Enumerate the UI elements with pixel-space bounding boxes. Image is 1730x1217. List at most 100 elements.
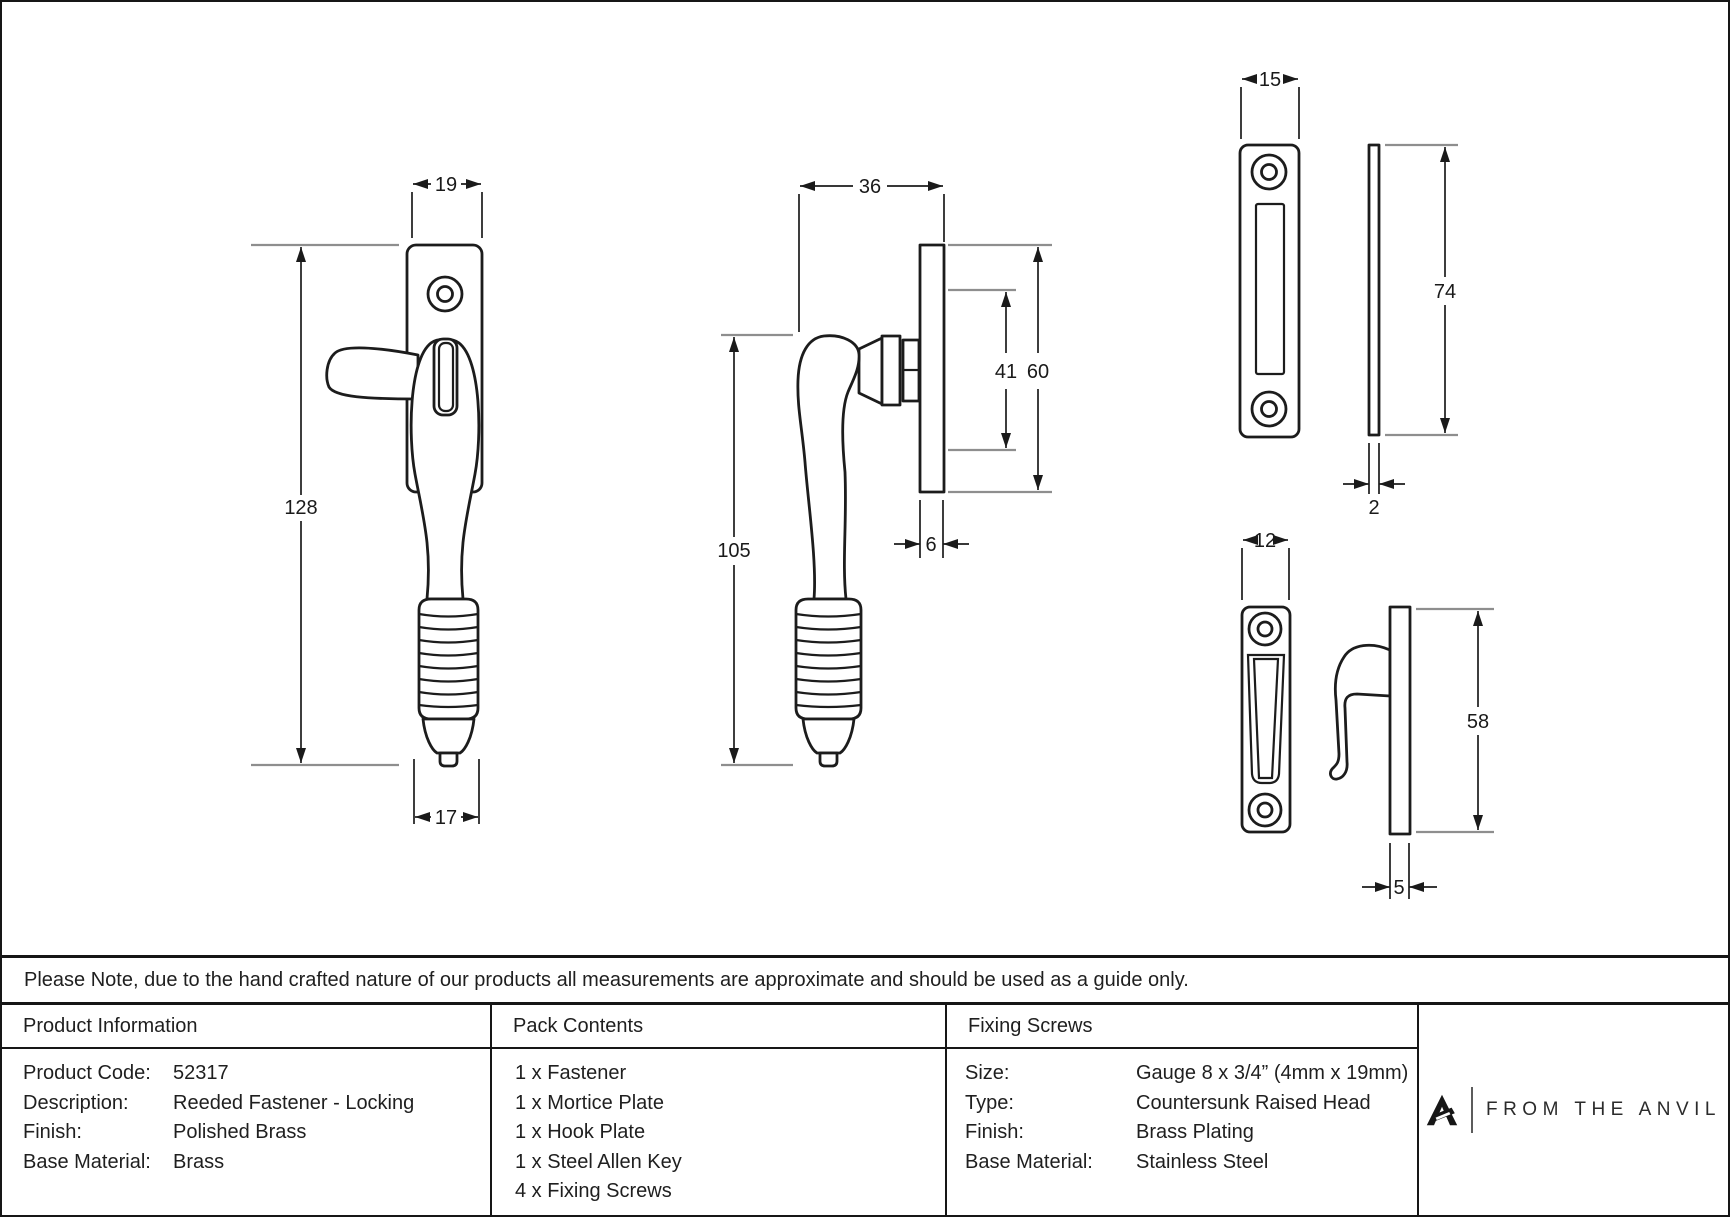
hook-plate-slot bbox=[1246, 653, 1286, 785]
pack-item: 1 x Fastener bbox=[515, 1062, 627, 1084]
pack-contents-body: 1 x Fastener 1 x Mortice Plate 1 x Hook … bbox=[492, 1049, 945, 1207]
fastener-front-cone bbox=[421, 717, 476, 755]
anvil-icon bbox=[1426, 1094, 1458, 1126]
column-title: Pack Contents bbox=[513, 1014, 644, 1037]
fastener-side-tip bbox=[818, 751, 839, 768]
spec-row: Size: Gauge 8 x 3/4” (4mm x 19mm) bbox=[965, 1059, 1417, 1089]
fastener-side-collar bbox=[880, 334, 902, 407]
pack-item: 1 x Mortice Plate bbox=[515, 1091, 664, 1114]
pack-contents-column: Pack Contents 1 x Fastener 1 x Mortice P… bbox=[492, 1005, 947, 1215]
spec-row: Finish: Brass Plating bbox=[965, 1118, 1417, 1148]
pack-item: 1 x Steel Allen Key bbox=[515, 1150, 682, 1173]
fastener-front-view: 19 128 17 bbox=[251, 174, 484, 829]
product-information-column: Product Information Product Code: 52317 … bbox=[2, 1005, 492, 1215]
dim-label: 6 bbox=[925, 534, 936, 556]
fixing-screws-body: Size: Gauge 8 x 3/4” (4mm x 19mm) Type: … bbox=[947, 1049, 1417, 1177]
dim-mortice-thickness: 2 bbox=[1343, 443, 1405, 519]
fixing-screws-header: Fixing Screws bbox=[947, 1005, 1417, 1049]
fastener-front-grip-ribs bbox=[418, 612, 479, 709]
technical-drawing-area: 19 128 17 bbox=[2, 2, 1728, 955]
hook-plate-side bbox=[1388, 605, 1412, 836]
measurement-note-row: Please Note, due to the hand crafted nat… bbox=[2, 955, 1728, 1005]
hook-plate-screw-hole-top-inner bbox=[1256, 620, 1274, 638]
fixing-screws-column: Fixing Screws Size: Gauge 8 x 3/4” (4mm … bbox=[947, 1005, 1419, 1215]
dim-fastener-tip-width: 17 bbox=[413, 759, 480, 829]
pack-item: 4 x Fixing Screws bbox=[515, 1180, 672, 1203]
mortice-plate-slot bbox=[1254, 202, 1286, 376]
fastener-side-spindle-cone bbox=[857, 336, 884, 406]
dim-plate-height: 60 bbox=[948, 243, 1052, 494]
dim-label: 105 bbox=[717, 540, 750, 562]
technical-drawing-svg: 19 128 17 bbox=[251, 69, 1494, 899]
dim-label: 58 bbox=[1467, 711, 1489, 733]
dim-label: 60 bbox=[1027, 361, 1049, 383]
spec-label: Finish: bbox=[23, 1121, 82, 1144]
hook-plate-view: 12 58 5 bbox=[1240, 530, 1494, 899]
spec-row: Type: Countersunk Raised Head bbox=[965, 1089, 1417, 1119]
dim-label: 17 bbox=[435, 807, 457, 829]
product-information-header: Product Information bbox=[2, 1005, 490, 1049]
dim-label: 19 bbox=[435, 174, 457, 196]
spec-label: Finish: bbox=[965, 1121, 1024, 1144]
fastener-front-screw-hole-inner bbox=[436, 285, 454, 303]
mortice-plate-side bbox=[1367, 143, 1381, 437]
fastener-side-backplate bbox=[918, 243, 946, 494]
spec-row: Base Material: Stainless Steel bbox=[965, 1148, 1417, 1178]
column-title: Fixing Screws bbox=[968, 1014, 1093, 1037]
fastener-side-grip-ribs bbox=[795, 612, 862, 709]
spec-value: Stainless Steel bbox=[1136, 1150, 1269, 1173]
spec-value: Polished Brass bbox=[173, 1121, 307, 1144]
dim-label: 74 bbox=[1434, 281, 1456, 303]
dim-mortice-width: 15 bbox=[1240, 69, 1300, 139]
spec-table: Product Information Product Code: 52317 … bbox=[2, 1005, 1728, 1215]
fastener-front-tip bbox=[438, 751, 459, 768]
fastener-front-thumb-tab bbox=[325, 346, 420, 401]
brand-name: FROM THE ANVIL bbox=[1485, 1099, 1721, 1120]
spec-value: Reeded Fastener - Locking bbox=[173, 1091, 415, 1114]
mortice-plate-screw-hole-top-inner bbox=[1260, 163, 1278, 181]
dim-hook-thickness: 5 bbox=[1362, 843, 1437, 899]
spec-value: Gauge 8 x 3/4” (4mm x 19mm) bbox=[1136, 1062, 1409, 1084]
dim-label: 128 bbox=[284, 497, 317, 519]
fastener-front-lock-slot-inner bbox=[437, 341, 455, 413]
hook-plate-hook bbox=[1329, 643, 1392, 781]
dim-label: 15 bbox=[1259, 69, 1281, 91]
dim-plate-thickness: 6 bbox=[894, 500, 969, 558]
spec-row: Finish: Polished Brass bbox=[23, 1118, 490, 1148]
spec-row: Base Material: Brass bbox=[23, 1148, 490, 1178]
pack-item: 1 x Hook Plate bbox=[515, 1121, 646, 1144]
dim-label: 36 bbox=[859, 176, 881, 198]
spec-row: Description: Reeded Fastener - Locking bbox=[23, 1089, 490, 1119]
spec-label: Base Material: bbox=[965, 1150, 1093, 1173]
spec-row: Product Code: 52317 bbox=[23, 1059, 490, 1089]
dim-handle-length: 105 bbox=[717, 333, 793, 767]
mortice-plate-view: 15 74 2 bbox=[1238, 69, 1458, 519]
pack-contents-header: Pack Contents bbox=[492, 1005, 945, 1049]
dim-hook-width: 12 bbox=[1241, 530, 1290, 600]
hook-plate-screw-hole-bottom-inner bbox=[1256, 801, 1274, 819]
brand-cell: FROM THE ANVIL bbox=[1419, 1005, 1728, 1215]
spec-label: Size: bbox=[965, 1062, 1010, 1084]
spec-label: Description: bbox=[23, 1091, 129, 1114]
from-the-anvil-logo: FROM THE ANVIL bbox=[1426, 1087, 1721, 1133]
dim-side-projection: 36 bbox=[798, 176, 945, 332]
spec-value: Brass Plating bbox=[1136, 1121, 1254, 1144]
dim-mortice-height: 74 bbox=[1385, 143, 1458, 437]
dim-label: 5 bbox=[1393, 877, 1404, 899]
dim-label: 41 bbox=[995, 361, 1017, 383]
measurement-note-text: Please Note, due to the hand crafted nat… bbox=[24, 968, 1189, 991]
fastener-side-view: 36 105 41 bbox=[717, 176, 1052, 768]
hook-plate-slot-inner bbox=[1252, 657, 1280, 780]
dim-fastener-height: 128 bbox=[251, 243, 399, 767]
spec-label: Base Material: bbox=[23, 1150, 151, 1173]
spec-label: Product Code: bbox=[23, 1062, 151, 1084]
logo-divider bbox=[1470, 1087, 1473, 1133]
spec-label: Type: bbox=[965, 1091, 1014, 1114]
column-title: Product Information bbox=[23, 1014, 198, 1037]
spec-value: Countersunk Raised Head bbox=[1136, 1091, 1371, 1114]
spec-value: Brass bbox=[173, 1150, 225, 1173]
dim-fixing-centres: 41 bbox=[948, 288, 1017, 452]
dim-label: 2 bbox=[1368, 497, 1379, 519]
fastener-side-handle bbox=[796, 334, 861, 601]
